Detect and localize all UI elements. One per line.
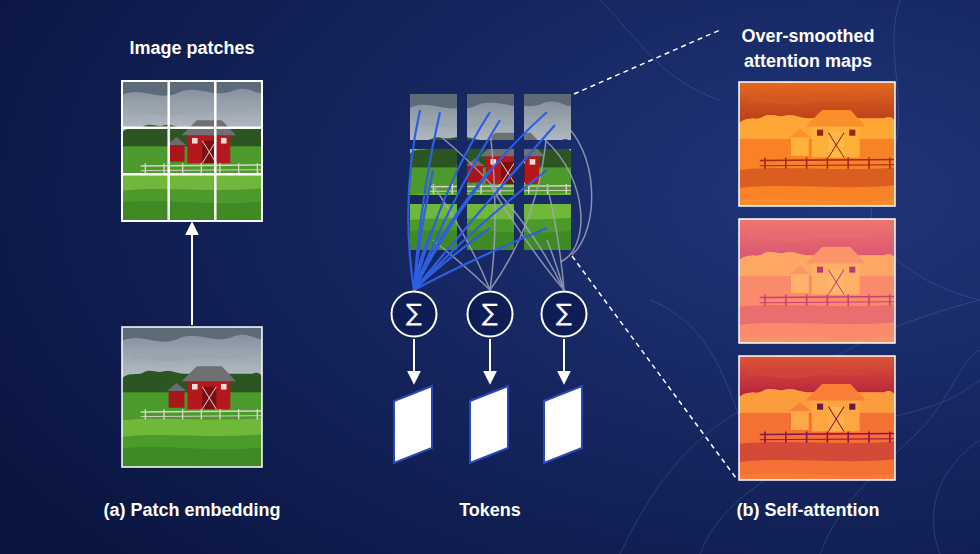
attention-map xyxy=(739,341,895,496)
token-arrows xyxy=(563,339,565,382)
sum-circle: ∑ xyxy=(466,290,514,338)
patch-grid xyxy=(122,81,262,221)
patch-grid xyxy=(122,173,262,176)
attention-links xyxy=(547,240,564,290)
input-image xyxy=(122,327,262,467)
attention-links-blue xyxy=(414,228,547,290)
attention-links-blue xyxy=(414,120,500,290)
sum-circle: ∑ xyxy=(540,290,588,338)
leader-line xyxy=(574,30,720,94)
patch-grid xyxy=(214,81,217,221)
text-label: Over-smoothed attention maps xyxy=(723,24,893,74)
attention-map xyxy=(739,67,895,496)
token-shape xyxy=(394,386,432,463)
sum-symbol: ∑ xyxy=(466,290,514,338)
attention-links-blue xyxy=(408,110,555,290)
sum-circle: ∑ xyxy=(390,290,438,338)
text-label: Tokens xyxy=(410,498,570,523)
attention-map xyxy=(739,204,895,359)
attention-map xyxy=(739,82,895,206)
attention-map xyxy=(739,204,895,359)
sum-symbol: ∑ xyxy=(540,290,588,338)
text-label: (a) Patch embedding xyxy=(62,498,322,523)
attention-links-blue xyxy=(414,125,555,290)
attention-map xyxy=(739,204,895,359)
separated-patches xyxy=(430,112,571,250)
attention-map xyxy=(739,219,895,343)
token-arrows xyxy=(413,339,415,382)
attention-links xyxy=(490,130,495,290)
patch-grid xyxy=(167,81,170,221)
attention-links-blue xyxy=(408,110,420,290)
token-shape xyxy=(544,386,582,463)
network-lines xyxy=(650,300,740,420)
network-lines xyxy=(934,440,980,554)
embed-arrow xyxy=(191,224,193,325)
attention-map xyxy=(739,67,895,222)
attention-map xyxy=(739,356,895,480)
attention-map xyxy=(739,341,895,496)
token-arrows xyxy=(414,339,564,382)
leader-line xyxy=(572,30,736,478)
text-label: (b) Self-attention xyxy=(688,498,928,523)
separated-patches xyxy=(430,112,571,250)
text-label: Image patches xyxy=(72,36,312,61)
token-shape xyxy=(394,386,582,463)
sum-symbol: ∑ xyxy=(390,290,438,338)
attention-links-blue xyxy=(414,170,490,290)
attention-map xyxy=(739,341,895,496)
attention-links-blue xyxy=(414,170,547,290)
patch-grid xyxy=(122,81,262,221)
leader-line xyxy=(572,256,736,478)
network-lines xyxy=(600,0,720,100)
token-shape xyxy=(470,386,508,463)
patch-grid xyxy=(122,126,262,129)
patch-grid xyxy=(122,81,262,221)
input-image xyxy=(122,327,262,467)
network-lines xyxy=(600,0,980,554)
attention-map xyxy=(739,67,895,222)
token-arrows xyxy=(489,339,491,382)
patch-grid xyxy=(122,81,262,221)
input-image xyxy=(122,327,262,467)
attention-map xyxy=(739,67,895,222)
attention-links xyxy=(545,140,581,262)
patch-grid xyxy=(122,81,262,221)
attention-links-blue xyxy=(414,112,547,290)
input-image xyxy=(122,327,262,467)
